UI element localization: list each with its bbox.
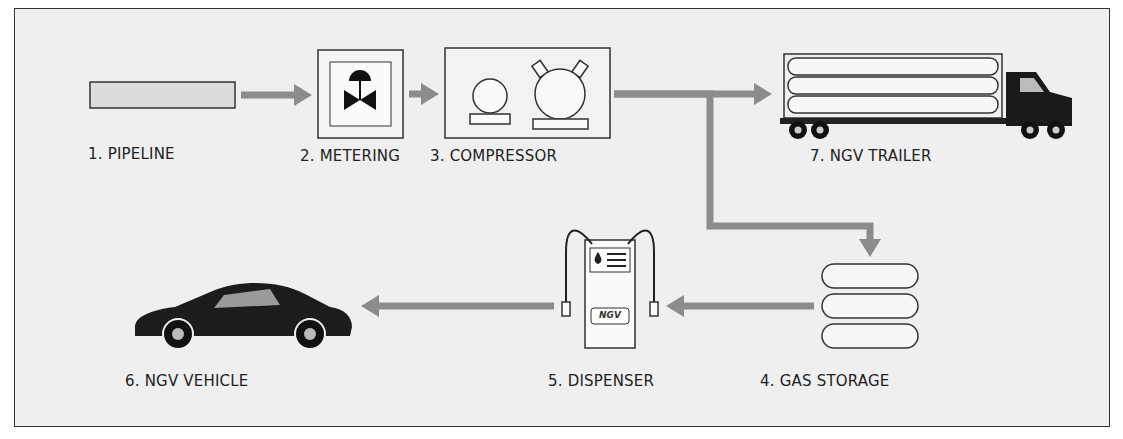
- station-node: 2. METERING: [318, 50, 403, 138]
- arrow-head: [666, 295, 684, 317]
- station-node: 5. DISPENSERNGV: [560, 222, 660, 350]
- dispenser-icon: [560, 222, 660, 350]
- station-node: 3. COMPRESSOR: [445, 48, 610, 138]
- pipeline-icon: [90, 82, 235, 108]
- flow-arrow: [666, 295, 814, 317]
- arrow-shaft: [684, 303, 814, 310]
- arrow-shaft: [241, 92, 294, 99]
- station-label: 4. GAS STORAGE: [760, 372, 889, 390]
- station-node: 7. NGV TRAILER: [780, 50, 1075, 142]
- station-node: 4. GAS STORAGE: [820, 262, 920, 350]
- flow-arrow: [241, 84, 312, 106]
- arrow-shaft: [614, 94, 870, 239]
- storage-icon: [820, 262, 920, 350]
- station-node: 1. PIPELINE: [90, 82, 235, 108]
- arrow-head: [754, 83, 772, 105]
- station-label: 3. COMPRESSOR: [430, 147, 557, 165]
- station-label: 2. METERING: [300, 147, 400, 165]
- arrow-shaft: [379, 303, 554, 310]
- compressor-icon: [445, 48, 610, 138]
- vehicle-icon: [130, 272, 355, 352]
- flow-arrow: [361, 295, 554, 317]
- station-label: 7. NGV TRAILER: [810, 147, 932, 165]
- arrow-head: [421, 83, 439, 105]
- station-node: 6. NGV VEHICLE: [130, 272, 355, 352]
- station-label: 6. NGV VEHICLE: [125, 372, 249, 390]
- trailer-icon: [780, 50, 1075, 142]
- metering-icon: [318, 50, 403, 138]
- station-label: 1. PIPELINE: [88, 145, 175, 163]
- arrow-head: [361, 295, 379, 317]
- station-label: 5. DISPENSER: [548, 372, 654, 390]
- flow-arrow: [409, 83, 439, 105]
- dispenser-logo: NGV: [599, 310, 621, 320]
- arrow-head: [294, 84, 312, 106]
- arrow-head: [859, 239, 881, 257]
- arrow-shaft: [409, 91, 421, 98]
